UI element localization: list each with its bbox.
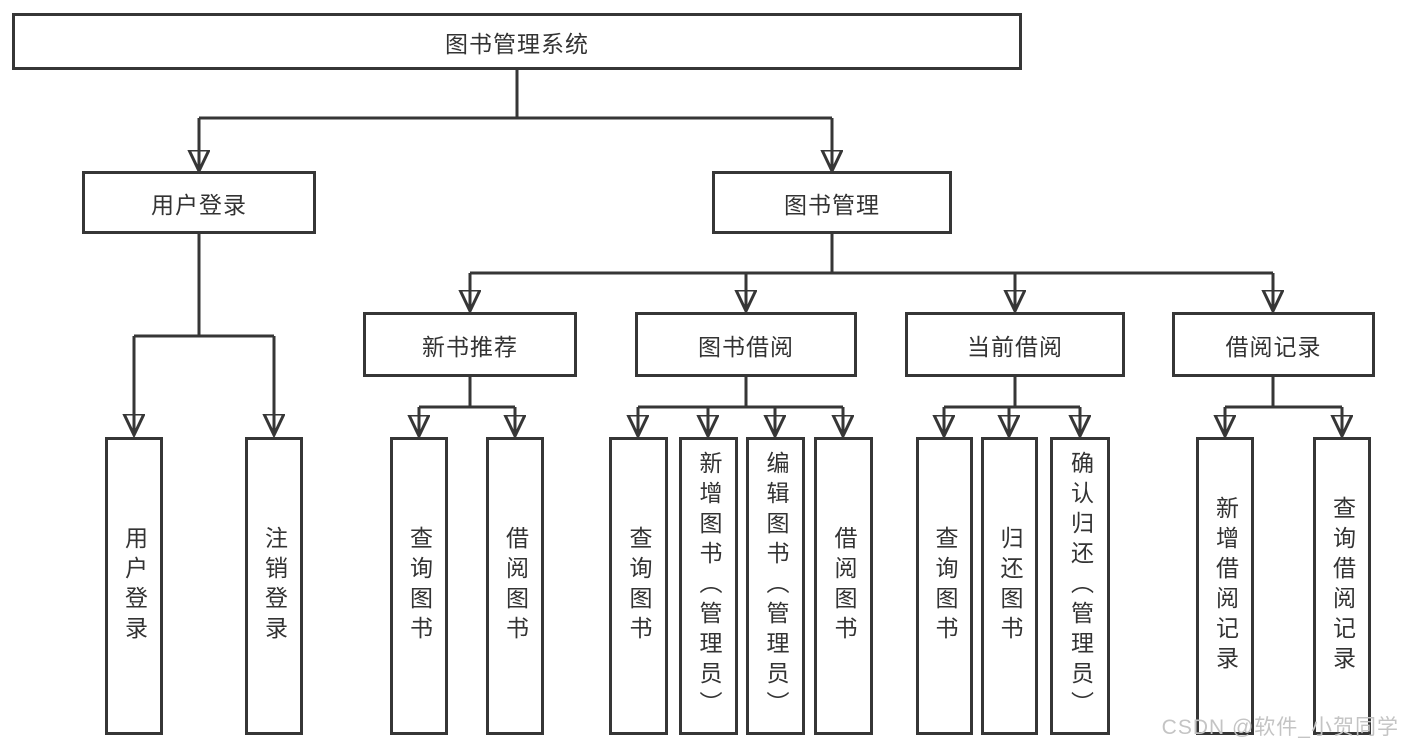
leaf-logout: 注销登录: [245, 437, 303, 735]
leaf-cb-return-books: 归还图书: [981, 437, 1038, 735]
leaf-label: 借阅图书: [831, 526, 857, 646]
leaf-nb-borrow-books: 借阅图书: [486, 437, 544, 735]
leaf-label: 新增图书（管理员）: [696, 451, 722, 721]
connector-new-book-split: [419, 377, 515, 409]
connector-user-login-split: [134, 234, 274, 338]
leaf-label: 查询借阅记录: [1329, 496, 1356, 676]
leaf-br-add-record: 新增借阅记录: [1196, 437, 1254, 735]
connector-book-management-split: [470, 234, 1273, 275]
leaf-user-login: 用户登录: [105, 437, 163, 735]
leaf-label: 查询图书: [932, 526, 958, 646]
leaf-bb-edit-books: 编辑图书（管理员）: [746, 437, 805, 735]
leaf-label: 归还图书: [997, 526, 1023, 646]
leaf-cb-query-books: 查询图书: [916, 437, 973, 735]
node-book-borrow: 图书借阅: [635, 312, 857, 377]
leaf-label: 编辑图书（管理员）: [763, 451, 789, 721]
leaf-nb-query-books: 查询图书: [390, 437, 448, 735]
leaf-label: 查询图书: [626, 526, 652, 646]
connector-borrow-records-split: [1225, 377, 1342, 409]
node-current-borrow: 当前借阅: [905, 312, 1125, 377]
leaf-bb-borrow-books: 借阅图书: [814, 437, 873, 735]
node-new-book-recommend: 新书推荐: [363, 312, 577, 377]
leaf-label: 借阅图书: [502, 526, 529, 646]
leaf-label: 新增借阅记录: [1212, 496, 1239, 676]
leaf-label: 注销登录: [261, 526, 288, 646]
leaf-label: 确认归还（管理员）: [1067, 451, 1094, 721]
node-borrow-records: 借阅记录: [1172, 312, 1375, 377]
connector-book-borrow-split: [638, 377, 843, 409]
node-user-login: 用户登录: [82, 171, 316, 234]
leaf-label: 查询图书: [406, 526, 433, 646]
leaf-bb-query-books: 查询图书: [609, 437, 668, 735]
connector-root-split: [199, 70, 832, 120]
leaf-br-query-record: 查询借阅记录: [1313, 437, 1371, 735]
leaf-label: 用户登录: [121, 526, 148, 646]
leaf-bb-add-books: 新增图书（管理员）: [679, 437, 738, 735]
leaf-cb-confirm-return: 确认归还（管理员）: [1050, 437, 1110, 735]
node-book-management: 图书管理: [712, 171, 952, 234]
node-root: 图书管理系统: [12, 13, 1022, 70]
connector-current-borrow-split: [944, 377, 1080, 409]
